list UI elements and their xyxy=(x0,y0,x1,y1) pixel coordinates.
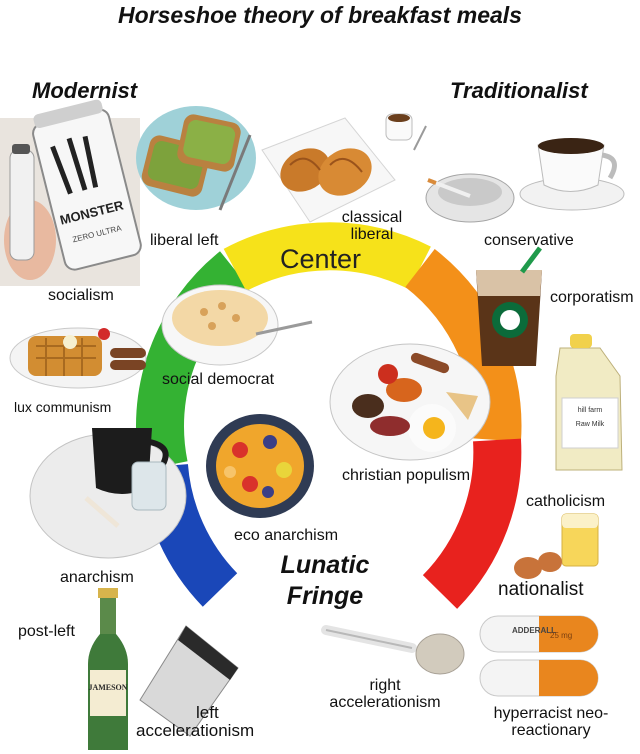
capsule-text: ADDERALL xyxy=(512,626,556,635)
label-right-accel-line2: accelerationism xyxy=(329,693,441,711)
label-anarchism: anarchism xyxy=(60,569,134,586)
label-classical-liberal: classical liberal xyxy=(334,209,410,244)
energy-drink-icon: MONSTER ZERO ULTRA xyxy=(0,99,142,286)
label-lux-communism: lux communism xyxy=(14,399,112,415)
label-socialism: socialism xyxy=(48,287,114,304)
heading-center: Center xyxy=(280,244,362,274)
arc-segment-yellow xyxy=(223,222,431,292)
powder-bag-icon xyxy=(139,625,239,737)
label-christian-populism: christian populism xyxy=(342,467,471,484)
label-liberal-left: liberal left xyxy=(150,232,219,249)
eggs-icon xyxy=(514,552,562,579)
label-nationalist: nationalist xyxy=(498,579,584,600)
capsule-dose-text: 25 mg xyxy=(550,631,572,640)
whiskey-bottle-icon: JAMESON xyxy=(88,588,128,750)
heading-fringe: Fringe xyxy=(286,582,364,611)
label-hyperracist-line1: hyperracist neo- xyxy=(493,705,609,722)
waffle-icon xyxy=(9,327,147,389)
label-post-left: post-left xyxy=(18,623,75,640)
ashtray-icon xyxy=(425,173,515,223)
avocado-toast-icon xyxy=(136,106,256,211)
iced-coffee-icon xyxy=(476,246,542,366)
milk-jug-icon: hill farm Raw Milk xyxy=(555,334,623,471)
orange-juice-icon xyxy=(561,513,599,567)
label-right-accel-line1: right xyxy=(369,677,401,694)
full-breakfast-icon xyxy=(329,343,491,461)
milk-brand-text: hill farm xyxy=(578,407,603,414)
black-coffee-icon xyxy=(29,428,187,559)
label-left-accel-line1: left xyxy=(196,703,219,722)
milk-name-text: Raw Milk xyxy=(576,421,605,428)
label-left-accel-line2: accelerationism xyxy=(136,720,255,740)
coffee-cup-icon xyxy=(519,138,625,211)
label-classical-line2: liberal xyxy=(350,225,394,243)
label-hyperracist-neo-reactionary: hyperracist neo- reactionary xyxy=(476,705,626,740)
arc-segment-orange xyxy=(404,249,522,442)
cereal-bowl-icon xyxy=(161,284,313,366)
heading-lunatic-fringe: Lunatic Fringe xyxy=(270,550,380,613)
label-corporatism: corporatism xyxy=(550,289,634,306)
page-title: Horseshoe theory of breakfast meals xyxy=(118,2,522,28)
heading-modernist: Modernist xyxy=(32,78,138,103)
capsule-icon: ADDERALL 25 mg xyxy=(479,615,599,697)
spoon-icon xyxy=(321,625,465,675)
label-social-democrat: social democrat xyxy=(162,371,275,388)
label-catholicism: catholicism xyxy=(526,493,606,510)
label-hyperracist-line2: reactionary xyxy=(511,721,591,739)
whiskey-label-text: JAMESON xyxy=(88,683,127,692)
croissant-icon xyxy=(261,117,396,223)
label-right-accelerationism: right accelerationism xyxy=(320,677,450,712)
heading-traditionalist: Traditionalist xyxy=(450,78,588,103)
label-left-accelerationism: left accelerationism xyxy=(136,704,254,740)
label-classical-line1: classical xyxy=(341,209,403,226)
heading-lunatic: Lunatic xyxy=(280,551,370,579)
coffee-shot-icon xyxy=(385,113,427,151)
fruit-bowl-icon xyxy=(206,414,314,518)
label-conservative: conservative xyxy=(484,232,574,249)
arc-segment-red xyxy=(422,438,522,609)
label-eco-anarchism: eco anarchism xyxy=(234,527,339,544)
